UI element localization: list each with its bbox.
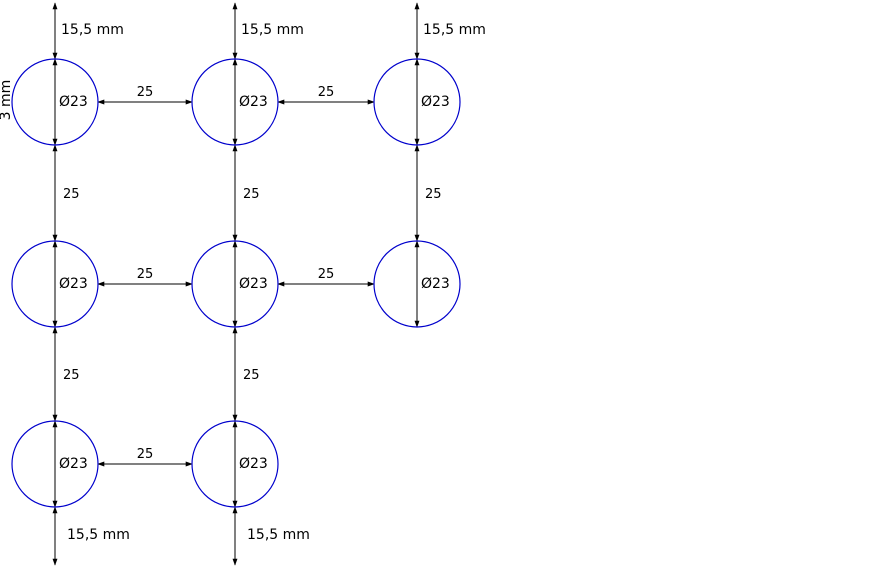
diameter-label-r2c3: Ø23 — [421, 276, 450, 292]
v-spacing-label-c1-r12: 25 — [63, 187, 80, 202]
hole-r2c2 — [191, 240, 279, 328]
diameter-label-r2c2: Ø23 — [239, 276, 268, 292]
v-spacing-label-c3-r12: 25 — [425, 187, 442, 202]
h-spacing-label-r1-c12: 25 — [137, 85, 154, 100]
diameter-label-r1c3: Ø23 — [421, 94, 450, 110]
diameter-label-r1c2: Ø23 — [239, 94, 268, 110]
diameter-label-r3c2: Ø23 — [239, 456, 268, 472]
h-spacing-label-r2-c23: 25 — [318, 267, 335, 282]
h-spacing-label-r3-c12: 25 — [137, 447, 154, 462]
h-spacing-label-r1-c23: 25 — [318, 85, 335, 100]
bottom-margin-label-c1: 15,5 mm — [67, 527, 130, 543]
v-spacing-label-c2-r23: 25 — [243, 368, 260, 383]
hole-r2c3 — [373, 240, 461, 328]
hole-r2c1 — [11, 240, 99, 328]
v-spacing-label-c2-r12: 25 — [243, 187, 260, 202]
hole-r1c3 — [373, 58, 461, 146]
edge-thickness-label: 3 mm — [0, 80, 14, 121]
hole-r3c1 — [11, 420, 99, 508]
h-spacing-label-r2-c12: 25 — [137, 267, 154, 282]
v-spacing-label-c1-r23: 25 — [63, 368, 80, 383]
bottom-margin-label-c2: 15,5 mm — [247, 527, 310, 543]
top-margin-label-c1: 15,5 mm — [61, 22, 124, 38]
dimension-lines — [52, 2, 420, 566]
hole-r1c2 — [191, 58, 279, 146]
holes — [11, 58, 461, 508]
hole-r1c1 — [11, 58, 99, 146]
diameter-label-r2c1: Ø23 — [59, 276, 88, 292]
hole-r3c2 — [191, 420, 279, 508]
diameter-label-r3c1: Ø23 — [59, 456, 88, 472]
diameter-label-r1c1: Ø23 — [59, 94, 88, 110]
top-margin-label-c3: 15,5 mm — [423, 22, 486, 38]
top-margin-label-c2: 15,5 mm — [241, 22, 304, 38]
